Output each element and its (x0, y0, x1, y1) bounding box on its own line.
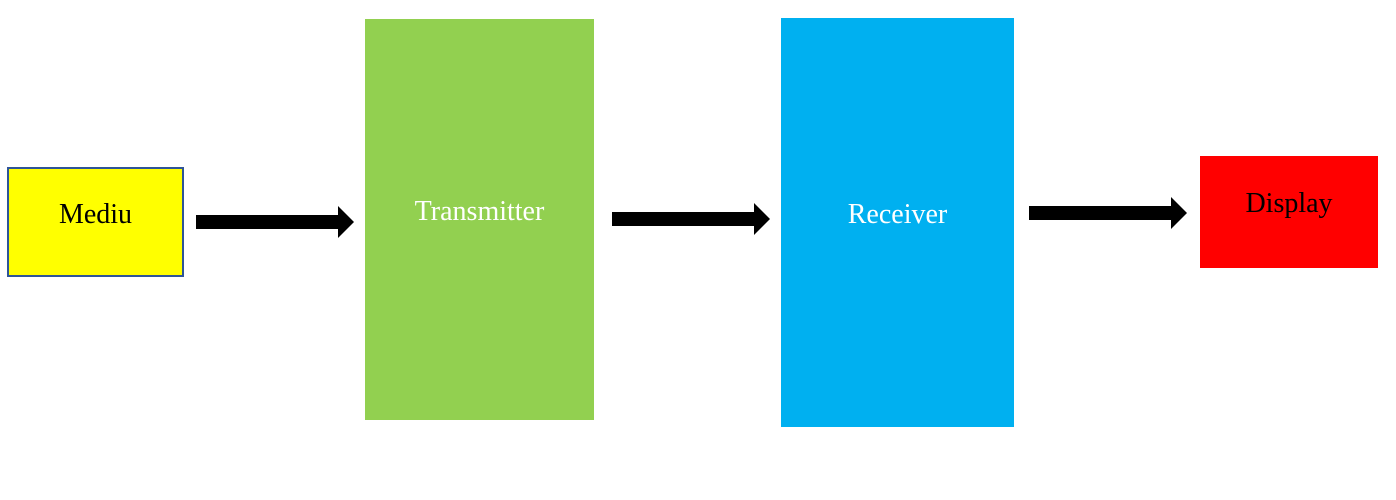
receiver-block: Receiver (781, 18, 1014, 427)
transmitter-block: Transmitter (365, 19, 594, 420)
right-arrow-icon (612, 203, 770, 235)
mediu-block: Mediu (7, 167, 184, 277)
display-label: Display (1245, 188, 1333, 219)
right-arrow-icon (196, 206, 354, 238)
right-arrow-icon (1029, 197, 1187, 229)
receiver-label: Receiver (847, 199, 948, 230)
transmitter-label: Transmitter (414, 196, 545, 227)
mediu-label: Mediu (58, 199, 133, 230)
display-block: Display (1200, 156, 1378, 268)
